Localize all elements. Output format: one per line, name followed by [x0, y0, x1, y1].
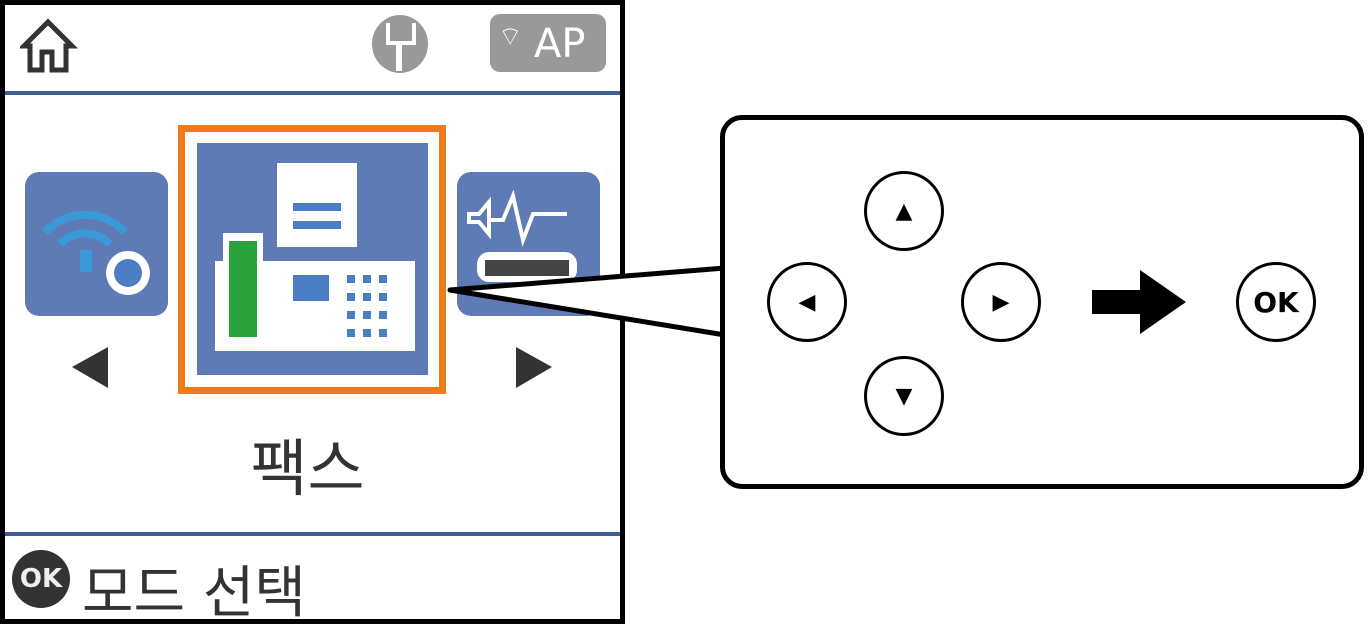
ap-label: AP [534, 21, 586, 67]
up-button[interactable]: ▲ [864, 171, 944, 251]
wifi-icon: ⌔ [498, 22, 523, 52]
selected-menu-label: 팩스 [250, 432, 365, 505]
ok-button[interactable]: OK [1236, 262, 1316, 342]
callout-pointer [447, 265, 726, 338]
left-button[interactable]: ◀ [767, 262, 847, 342]
down-button[interactable]: ▼ [864, 356, 944, 436]
next-arrow-icon[interactable] [514, 345, 554, 390]
footer-hint: 모드 선택 [82, 561, 306, 626]
wifi-ap-icon: ⌔ AP [490, 14, 606, 72]
arrow-right-icon [1092, 270, 1186, 334]
fax-icon [215, 163, 415, 351]
memory-card-icon [372, 15, 428, 73]
divider [5, 532, 620, 536]
speaker-wave-icon [467, 189, 577, 282]
ok-badge-icon: OK [12, 550, 70, 608]
right-button[interactable]: ▶ [961, 262, 1041, 342]
menu-item-wifi-settings[interactable] [25, 172, 168, 316]
menu-item-fax[interactable] [178, 125, 446, 394]
previous-arrow-icon[interactable] [70, 345, 110, 390]
divider [5, 91, 620, 95]
wifi-gear-icon [42, 210, 150, 295]
home-icon[interactable] [20, 18, 80, 74]
